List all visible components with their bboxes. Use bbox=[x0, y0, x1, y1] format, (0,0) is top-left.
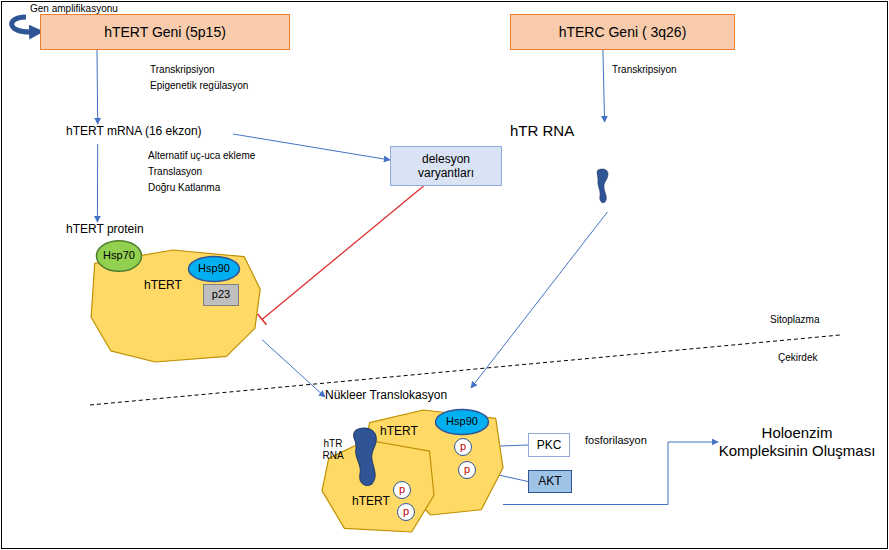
node-text: hTR RNA bbox=[510, 122, 622, 140]
arrow-connector bbox=[233, 134, 390, 160]
cochaperone-box: p23 bbox=[203, 284, 239, 306]
process-label: Epigenetik regülasyon bbox=[150, 80, 248, 92]
arrow-connector bbox=[262, 340, 325, 397]
chaperone-ellipse: Hsp90 bbox=[435, 409, 489, 435]
process-label: Transkripsiyon bbox=[150, 64, 215, 76]
rna-icon bbox=[596, 168, 610, 204]
rna-node: hTR RNA bbox=[510, 122, 622, 212]
annotation: Gen amplifikasyonu bbox=[30, 3, 118, 15]
node-text: p bbox=[403, 505, 409, 518]
node-text: p bbox=[399, 483, 405, 496]
gene-box: hTERT Geni (5p15) bbox=[40, 14, 290, 50]
node-text: p23 bbox=[212, 288, 230, 301]
arrow-connector bbox=[97, 144, 98, 222]
ellipse-outline bbox=[96, 241, 141, 272]
kinase-box: PKC bbox=[528, 433, 570, 457]
step-text: Nükleer Translokasyon bbox=[325, 388, 482, 406]
node-text: PKC bbox=[537, 438, 562, 452]
phosphate-circle: p bbox=[458, 461, 476, 479]
node-text: hTERT Geni (5p15) bbox=[104, 24, 226, 41]
process-label: Alternatif uç-uca ekleme bbox=[148, 150, 255, 162]
process-label: fosforilasyon bbox=[585, 434, 647, 447]
compartment-label: Çekirdek bbox=[778, 352, 817, 364]
ellipse-outline bbox=[189, 257, 240, 282]
node-text: Holoenzim Kompleksinin Oluşması bbox=[718, 424, 876, 460]
amplification-arrow bbox=[12, 17, 32, 32]
phosphate-circle: p bbox=[454, 438, 472, 456]
compartment-label: Sitoplazma bbox=[770, 314, 819, 326]
node-text: hTERT mRNA (16 ekzon) bbox=[66, 124, 233, 138]
inhibition-bar bbox=[258, 314, 267, 325]
node-text: Hsp90 bbox=[198, 262, 230, 275]
node-text: p bbox=[460, 440, 466, 453]
phosphate-circle: p bbox=[393, 481, 411, 499]
gene-box: hTERC Geni ( 3q26) bbox=[510, 14, 735, 50]
rna-label: hTR RNA bbox=[316, 438, 350, 462]
node-text: Hsp70 bbox=[103, 249, 135, 262]
kinase-box: AKT bbox=[528, 470, 572, 493]
process-label: Transkripsiyon bbox=[612, 64, 677, 76]
ellipse-outline bbox=[436, 410, 489, 435]
node-text: hTERC Geni ( 3q26) bbox=[559, 24, 687, 41]
node-text: hTERT bbox=[380, 424, 418, 438]
node-text: Hsp90 bbox=[446, 415, 478, 428]
arrow-connector bbox=[471, 212, 607, 388]
process-label: Doğru Katlanma bbox=[148, 182, 220, 194]
protein-text: hTERT protein bbox=[66, 222, 178, 242]
mrna-text: hTERT mRNA (16 ekzon) bbox=[66, 124, 233, 144]
phosphate-circle: p bbox=[397, 503, 415, 521]
chaperone-ellipse: Hsp70 bbox=[96, 240, 142, 272]
node-text: AKT bbox=[538, 474, 561, 488]
node-text: hTERT bbox=[144, 278, 182, 292]
inhibition-connector bbox=[262, 186, 424, 319]
node-text: hTERT bbox=[352, 494, 390, 508]
process-label: Translasyon bbox=[148, 166, 202, 178]
outcome-text: Holoenzim Kompleksinin Oluşması bbox=[718, 418, 876, 466]
rna-icon-shape bbox=[597, 169, 608, 203]
arrow-connector bbox=[97, 50, 99, 124]
node-text: delesyon varyantları bbox=[395, 152, 497, 181]
variant-box: delesyon varyantları bbox=[390, 146, 502, 186]
telomerase-rna-shape bbox=[354, 428, 377, 486]
arrow-connector bbox=[603, 50, 605, 122]
node-text: Nükleer Translokasyon bbox=[325, 388, 482, 402]
node-text: hTERT protein bbox=[66, 222, 178, 236]
chaperone-ellipse: Hsp90 bbox=[188, 256, 240, 282]
node-text: p bbox=[464, 463, 470, 476]
